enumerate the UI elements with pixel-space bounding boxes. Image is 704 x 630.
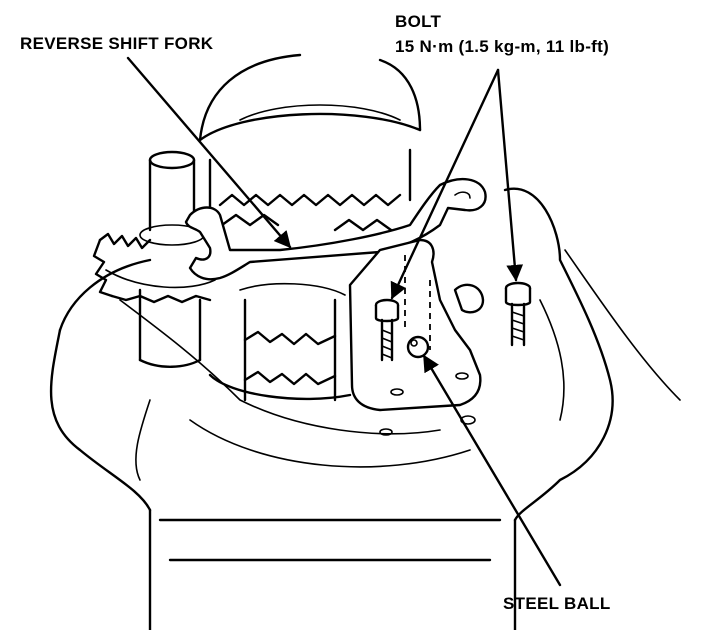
countershaft-gear: [208, 282, 352, 402]
detent-pin: [453, 283, 485, 314]
leader-lines: [126, 56, 562, 587]
steel-ball-part: [406, 335, 430, 359]
leader-bolt-right: [496, 68, 524, 282]
left-bolt: [374, 298, 400, 362]
transmission-case: [49, 187, 681, 630]
label-bolt: BOLT: [395, 12, 442, 31]
leader-steel-ball: [422, 354, 562, 587]
label-bolt-torque: 15 N·m (1.5 kg-m, 11 lb-ft): [395, 37, 610, 56]
upper-gear-housing: [198, 53, 422, 232]
reverse-shift-fork-part: [184, 177, 487, 281]
label-reverse-shift-fork: REVERSE SHIFT FORK: [20, 34, 214, 53]
leader-bolt-left: [390, 68, 500, 300]
label-steel-ball: STEEL BALL: [503, 594, 611, 613]
reverse-idler-gear: [92, 232, 216, 304]
leader-reverse-shift-fork: [126, 56, 292, 249]
right-bolt: [504, 281, 532, 347]
